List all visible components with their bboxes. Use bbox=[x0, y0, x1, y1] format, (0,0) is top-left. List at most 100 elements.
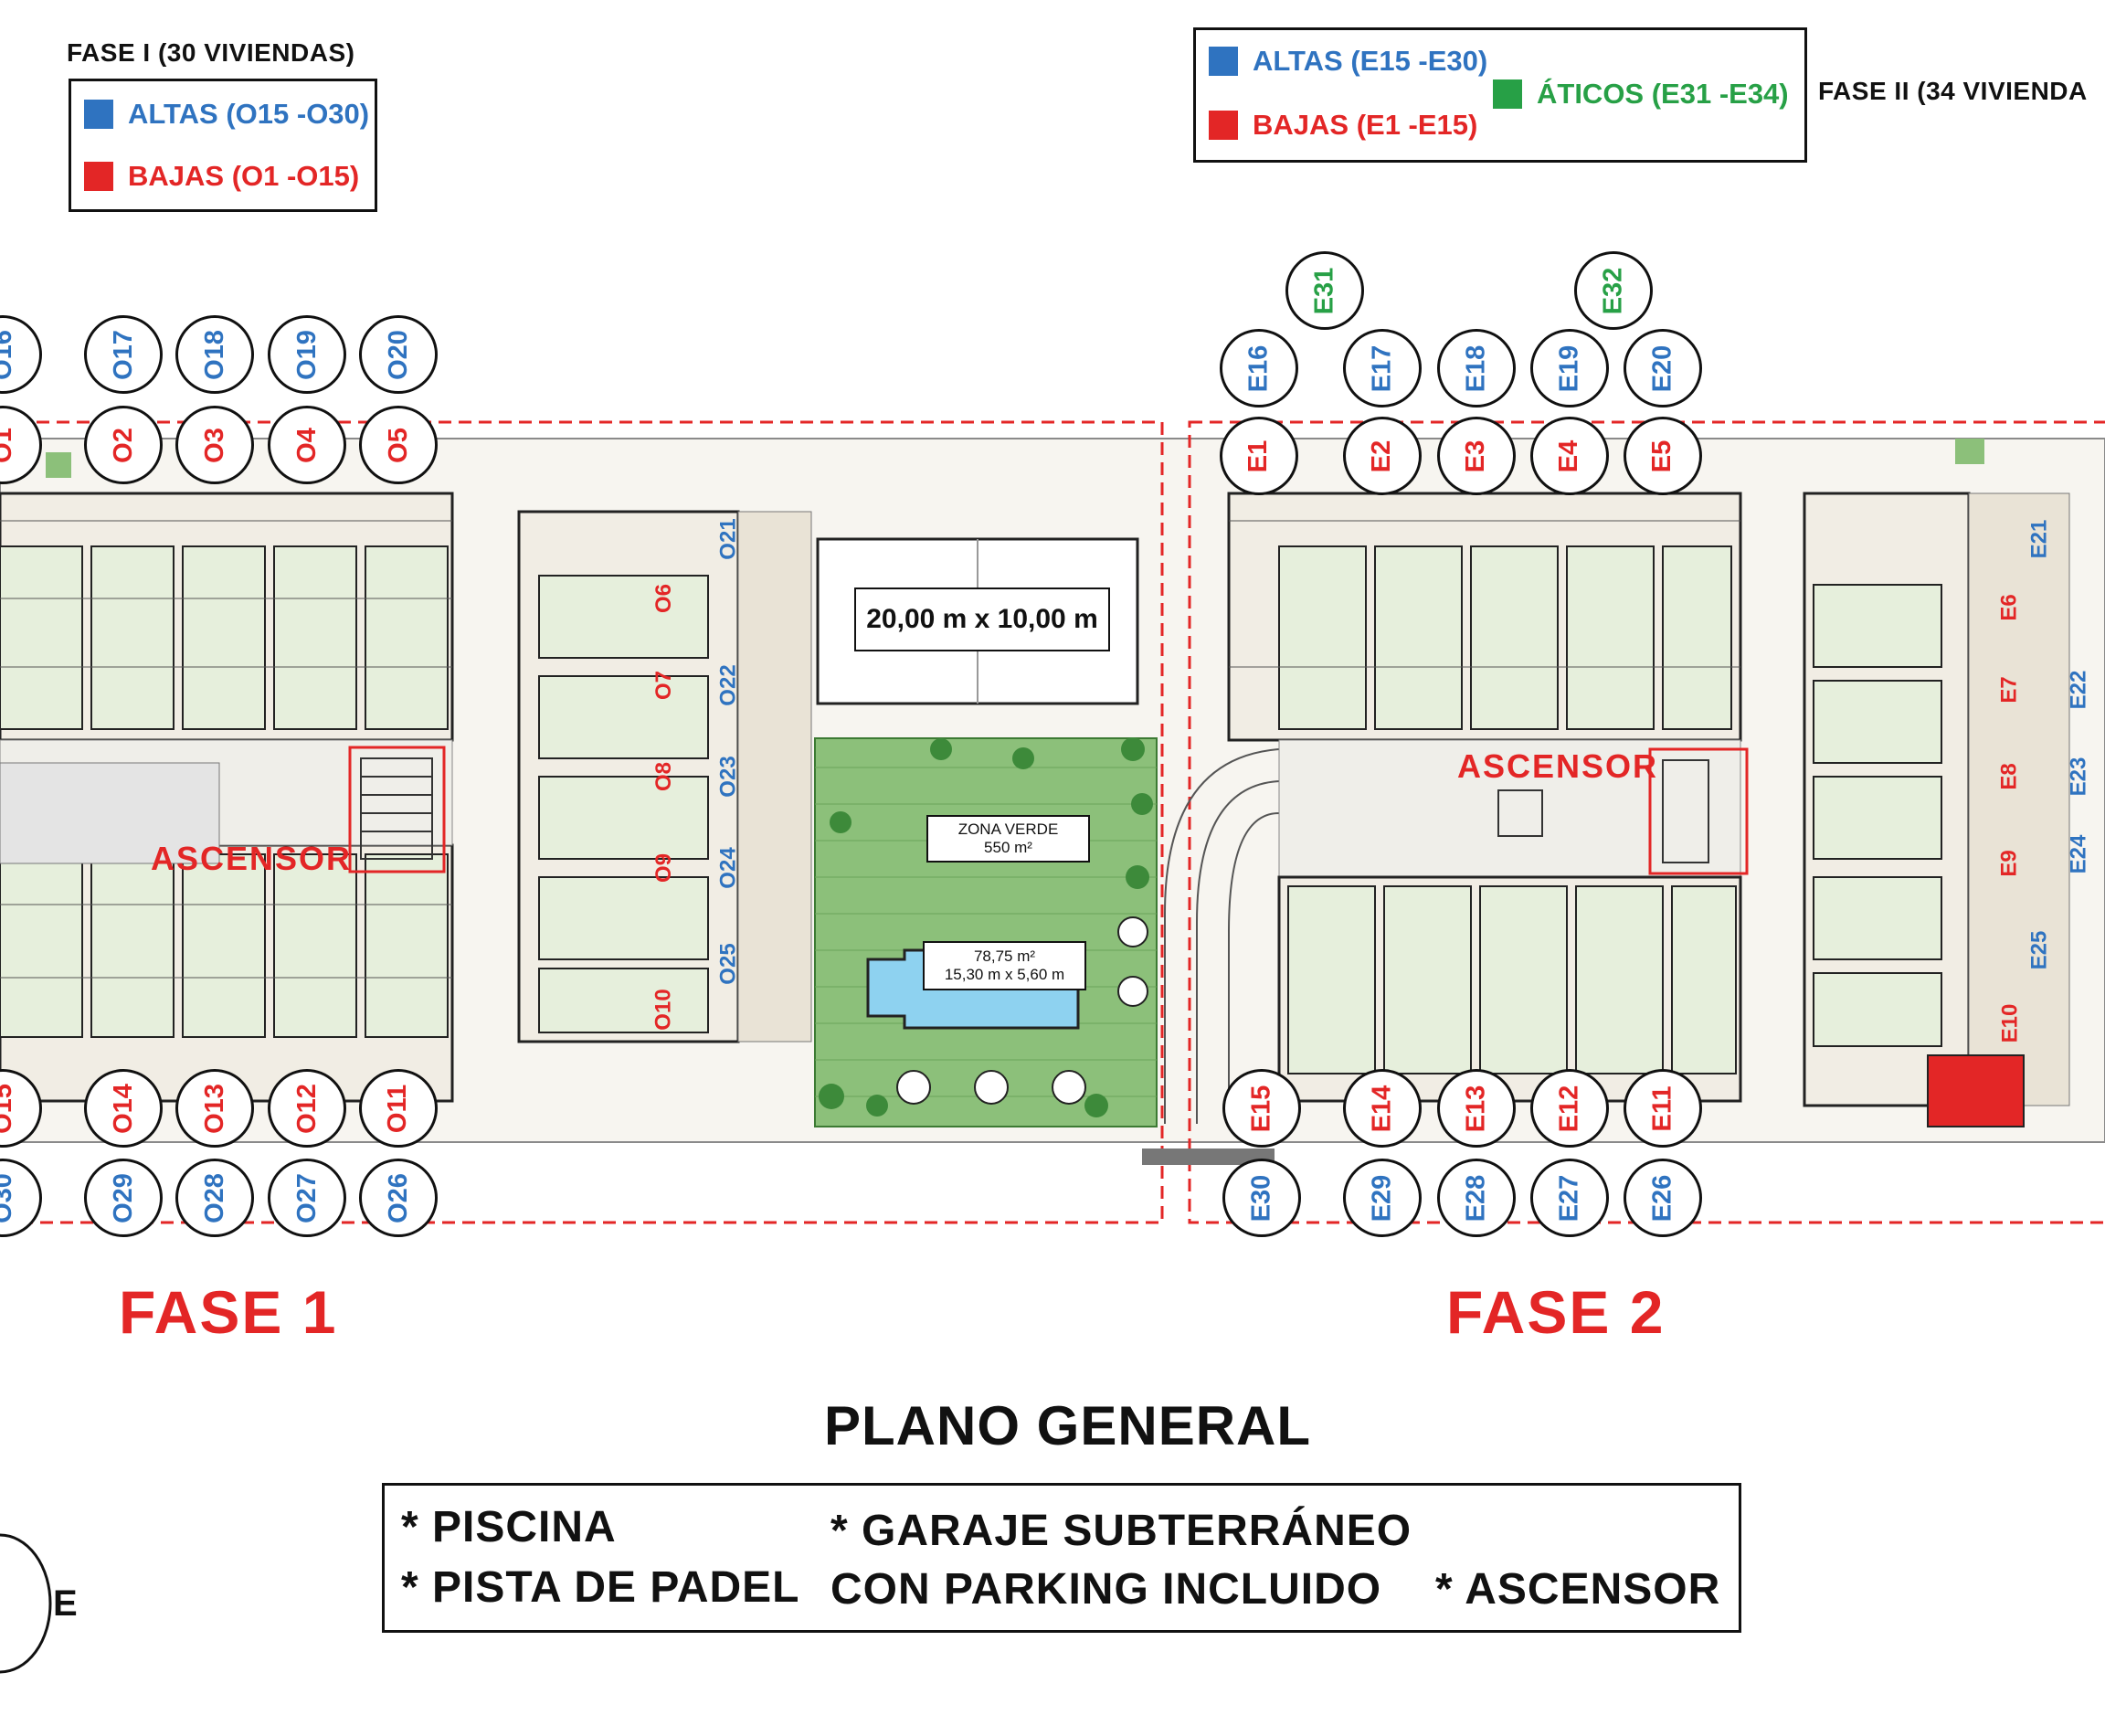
compass-icon bbox=[0, 1533, 52, 1674]
unit-marker-o25: O25 bbox=[703, 937, 756, 990]
unit-marker-e13: E13 bbox=[1437, 1069, 1516, 1148]
unit-marker-e12: E12 bbox=[1530, 1069, 1609, 1148]
unit-marker-e16: E16 bbox=[1220, 329, 1298, 408]
unit-marker-label: E6 bbox=[1996, 594, 2022, 621]
unit-marker-e14: E14 bbox=[1343, 1069, 1422, 1148]
unit-marker-o11: O11 bbox=[359, 1069, 438, 1148]
fase1-bajas-label: BAJAS (O1 -O15) bbox=[128, 160, 360, 192]
unit-marker-label: E30 bbox=[1246, 1174, 1276, 1222]
zona-verde-title: ZONA VERDE bbox=[957, 820, 1059, 838]
unit-marker-e17: E17 bbox=[1343, 329, 1422, 408]
fase1-altas-label: ALTAS (O15 -O30) bbox=[128, 98, 370, 130]
unit-marker-e21: E21 bbox=[2013, 513, 2066, 566]
altas-swatch bbox=[84, 100, 113, 129]
unit-marker-label: E28 bbox=[1461, 1174, 1491, 1222]
unit-marker-label: E24 bbox=[2065, 834, 2090, 874]
bajas-swatch bbox=[1209, 111, 1238, 140]
unit-marker-label: E19 bbox=[1554, 344, 1584, 392]
fase2-legend-altas: ALTAS (E15 -E30) bbox=[1209, 45, 1487, 78]
amenity-padel: * PISTA DE PADEL bbox=[401, 1563, 800, 1612]
unit-marker-e22: E22 bbox=[2052, 663, 2105, 716]
unit-marker-label: O7 bbox=[651, 670, 676, 701]
unit-marker-label: O27 bbox=[291, 1172, 322, 1223]
unit-marker-label: O1 bbox=[0, 427, 17, 463]
unit-marker-o12: O12 bbox=[268, 1069, 346, 1148]
unit-marker-o28: O28 bbox=[175, 1159, 254, 1237]
fase2-legend-bajas: BAJAS (E1 -E15) bbox=[1209, 109, 1477, 142]
fase1-elevator-box bbox=[348, 746, 446, 873]
unit-marker-label: O17 bbox=[108, 329, 138, 380]
unit-marker-label: E26 bbox=[1647, 1174, 1677, 1222]
unit-marker-o2: O2 bbox=[84, 406, 163, 484]
fase1-bottom-block bbox=[0, 843, 454, 1103]
unit-marker-o10: O10 bbox=[638, 983, 691, 1036]
unit-marker-e19: E19 bbox=[1530, 329, 1609, 408]
fase1-legend-title: FASE I (30 VIVIENDAS) bbox=[67, 38, 355, 67]
fase2-bajas-label: BAJAS (E1 -E15) bbox=[1253, 109, 1478, 141]
unit-marker-label: E8 bbox=[1996, 763, 2022, 790]
unit-marker-label: O13 bbox=[199, 1083, 229, 1134]
fase2-legend-box: ALTAS (E15 -E30) ÁTICOS (E31 -E34) BAJAS… bbox=[1193, 27, 1807, 163]
unit-marker-label: O2 bbox=[108, 427, 138, 463]
unit-marker-label: E12 bbox=[1554, 1085, 1584, 1132]
unit-marker-label: O10 bbox=[651, 989, 676, 1031]
unit-marker-e31: E31 bbox=[1285, 251, 1364, 330]
unit-marker-label: O30 bbox=[0, 1172, 17, 1223]
unit-marker-e6: E6 bbox=[1983, 581, 2036, 634]
unit-marker-e26: E26 bbox=[1624, 1159, 1702, 1237]
unit-marker-e20: E20 bbox=[1624, 329, 1702, 408]
fase1-side-block bbox=[517, 510, 812, 1043]
padel-court-dimensions: 20,00 m x 10,00 m bbox=[854, 587, 1110, 651]
unit-marker-e30: E30 bbox=[1222, 1159, 1301, 1237]
unit-marker-e32: E32 bbox=[1574, 251, 1653, 330]
unit-marker-label: E11 bbox=[1647, 1085, 1677, 1131]
unit-marker-label: O5 bbox=[383, 427, 413, 463]
unit-marker-label: O20 bbox=[383, 329, 413, 380]
fase2-elevator-box bbox=[1648, 747, 1749, 875]
unit-marker-o26: O26 bbox=[359, 1159, 438, 1237]
unit-marker-label: O18 bbox=[199, 329, 229, 380]
unit-marker-label: E7 bbox=[1996, 676, 2022, 704]
unit-marker-label: E21 bbox=[2026, 519, 2051, 559]
unit-marker-o3: O3 bbox=[175, 406, 254, 484]
unit-marker-label: E1 bbox=[1243, 439, 1274, 472]
unit-marker-label: O23 bbox=[716, 756, 741, 798]
amenity-garaje-line1: * GARAJE SUBTERRÁNEO bbox=[830, 1507, 1412, 1555]
aticos-swatch bbox=[1493, 79, 1522, 109]
fase2-bottom-block bbox=[1277, 875, 1742, 1103]
fase1-legend-altas: ALTAS (O15 -O30) bbox=[84, 98, 369, 131]
unit-marker-label: O4 bbox=[291, 427, 322, 463]
unit-marker-e5: E5 bbox=[1624, 417, 1702, 495]
unit-marker-label: E4 bbox=[1554, 439, 1584, 472]
unit-marker-e1: E1 bbox=[1220, 417, 1298, 495]
unit-marker-label: E22 bbox=[2065, 670, 2090, 710]
unit-marker-o17: O17 bbox=[84, 315, 163, 394]
unit-marker-o4: O4 bbox=[268, 406, 346, 484]
unit-marker-o8: O8 bbox=[638, 750, 691, 803]
amenities-box: * PISCINA * PISTA DE PADEL * GARAJE SUBT… bbox=[382, 1483, 1741, 1633]
fase1-legend-box: ALTAS (O15 -O30) BAJAS (O1 -O15) bbox=[69, 79, 377, 212]
fase1-label: FASE 1 bbox=[119, 1278, 338, 1346]
unit-marker-label: E13 bbox=[1461, 1085, 1491, 1132]
unit-marker-label: E14 bbox=[1367, 1085, 1397, 1132]
unit-marker-label: E3 bbox=[1461, 439, 1491, 472]
unit-marker-label: O26 bbox=[383, 1172, 413, 1223]
green-patch bbox=[1955, 439, 1984, 464]
unit-marker-o21: O21 bbox=[703, 513, 756, 566]
unit-marker-label: E27 bbox=[1554, 1174, 1584, 1222]
unit-marker-e23: E23 bbox=[2052, 750, 2105, 803]
unit-marker-label: E20 bbox=[1647, 344, 1677, 392]
fase2-label: FASE 2 bbox=[1446, 1278, 1666, 1346]
unit-marker-e10: E10 bbox=[1983, 997, 2036, 1050]
unit-marker-o20: O20 bbox=[359, 315, 438, 394]
amenity-piscina: * PISCINA bbox=[401, 1503, 617, 1551]
unit-marker-label: O3 bbox=[199, 427, 229, 463]
padel-court-label: 20,00 m x 10,00 m bbox=[866, 604, 1098, 634]
compass-letter: E bbox=[53, 1583, 78, 1624]
fase1-ascensor-label: ASCENSOR bbox=[151, 840, 353, 877]
unit-marker-o22: O22 bbox=[703, 659, 756, 712]
altas-swatch bbox=[1209, 47, 1238, 76]
pool-label-box: 78,75 m² 15,30 m x 5,60 m bbox=[923, 941, 1086, 990]
pool-dimensions: 15,30 m x 5,60 m bbox=[944, 966, 1065, 983]
unit-marker-o19: O19 bbox=[268, 315, 346, 394]
